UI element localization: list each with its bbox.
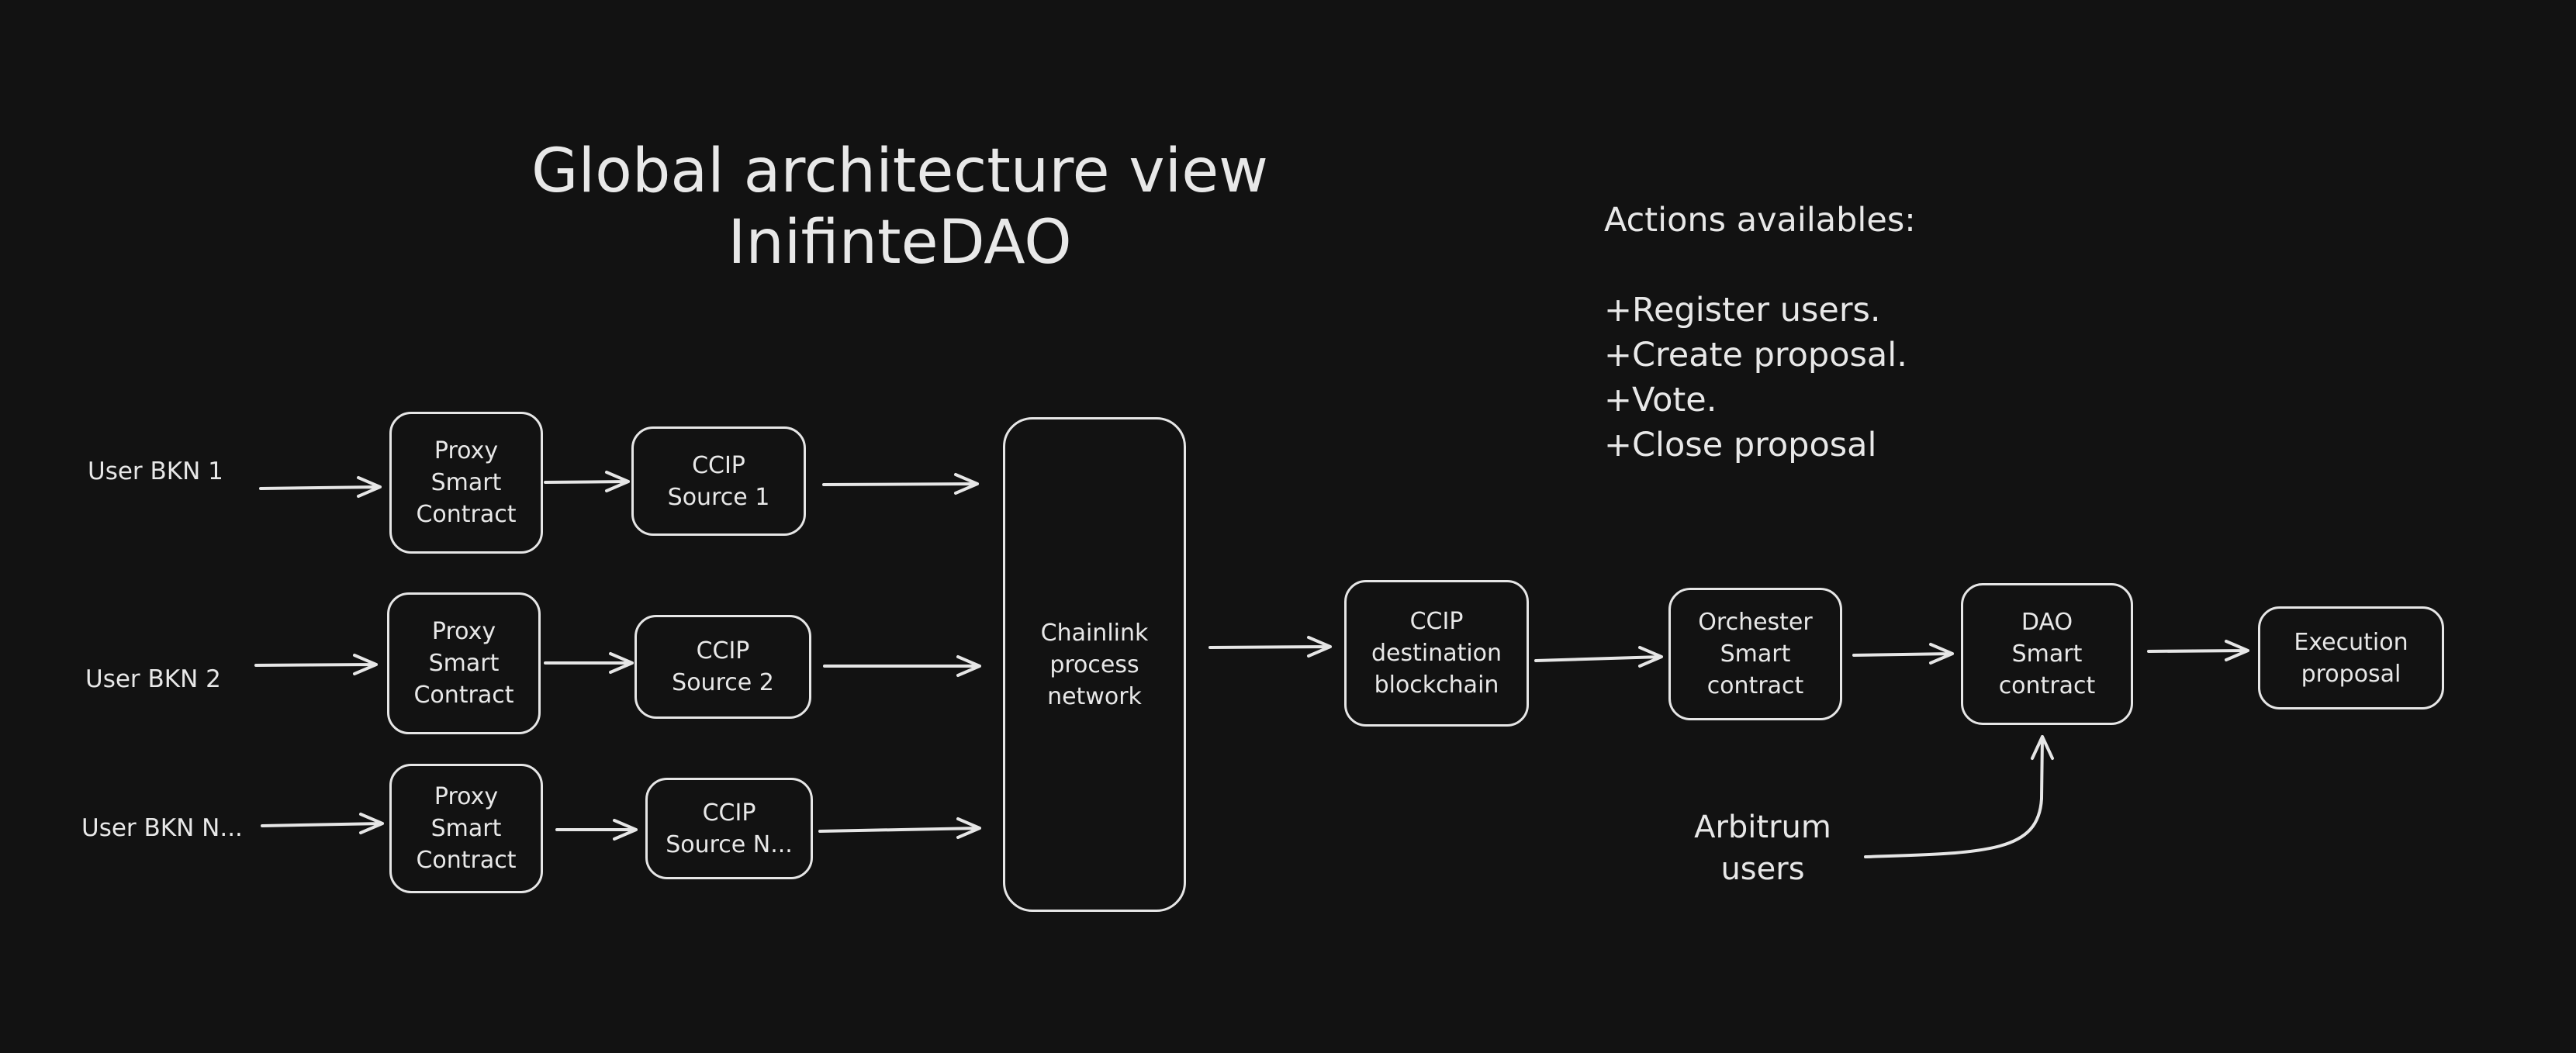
title-line-1: Global architecture view bbox=[531, 136, 1268, 206]
ccip-source-1: CCIP Source 1 bbox=[631, 426, 806, 536]
actions-heading: Actions availables: bbox=[1604, 201, 1916, 240]
arrow-proxy2-to-ccip2 bbox=[544, 652, 634, 674]
ccip-destination-blockchain: CCIP destination blockchain bbox=[1344, 580, 1529, 727]
user-bkn-1-label: User BKN 1 bbox=[88, 457, 223, 485]
action-item: +Create proposal. bbox=[1604, 336, 1907, 375]
arrow-userN-to-proxyN bbox=[261, 813, 384, 834]
arrow-ccipdest-to-orchester bbox=[1534, 646, 1663, 668]
proxy-smart-contract-2: Proxy Smart Contract bbox=[387, 592, 541, 734]
proxy-smart-contract-1: Proxy Smart Contract bbox=[389, 412, 543, 554]
arrow-proxy1-to-ccip1 bbox=[544, 471, 630, 492]
diagram-title: Global architecture view InifinteDAO bbox=[481, 136, 1319, 278]
arrow-arbitrum-to-dao bbox=[1864, 735, 2054, 858]
arbitrum-users-label: Arbitrum users bbox=[1668, 806, 1858, 890]
arrow-ccip1-to-chainlink bbox=[822, 473, 979, 495]
ccip-source-2: CCIP Source 2 bbox=[634, 615, 811, 719]
action-item: +Vote. bbox=[1604, 381, 1717, 419]
arbitrum-line-1: Arbitrum bbox=[1694, 810, 1831, 845]
action-item: +Close proposal bbox=[1604, 426, 1877, 464]
arrow-user1-to-proxy1 bbox=[259, 476, 382, 498]
user-bkn-2-label: User BKN 2 bbox=[85, 665, 221, 693]
user-bkn-n-label: User BKN N... bbox=[81, 814, 243, 842]
actions-list: Actions availables: +Register users. +Cr… bbox=[1604, 198, 1916, 468]
orchester-smart-contract: Orchester Smart contract bbox=[1668, 588, 1842, 720]
arrow-chainlink-to-ccipdest bbox=[1208, 636, 1332, 658]
actions-spacer bbox=[1604, 243, 1916, 288]
arrow-user2-to-proxy2 bbox=[254, 654, 378, 675]
arrow-ccipN-to-chainlink bbox=[818, 817, 981, 839]
title-line-2: InifinteDAO bbox=[728, 208, 1072, 278]
arbitrum-line-2: users bbox=[1720, 851, 1805, 887]
execution-proposal: Execution proposal bbox=[2258, 606, 2444, 709]
arrow-proxyN-to-ccipN bbox=[555, 819, 638, 841]
action-item: +Register users. bbox=[1604, 291, 1881, 330]
chainlink-process-network: Chainlink process network bbox=[1003, 417, 1186, 912]
dao-smart-contract: DAO Smart contract bbox=[1961, 583, 2133, 725]
arrow-dao-to-execution bbox=[2147, 640, 2249, 661]
arrow-ccip2-to-chainlink bbox=[823, 655, 981, 677]
proxy-smart-contract-n: Proxy Smart Contract bbox=[389, 764, 543, 893]
arrow-orchester-to-dao bbox=[1852, 643, 1954, 665]
ccip-source-n: CCIP Source N... bbox=[645, 778, 813, 879]
